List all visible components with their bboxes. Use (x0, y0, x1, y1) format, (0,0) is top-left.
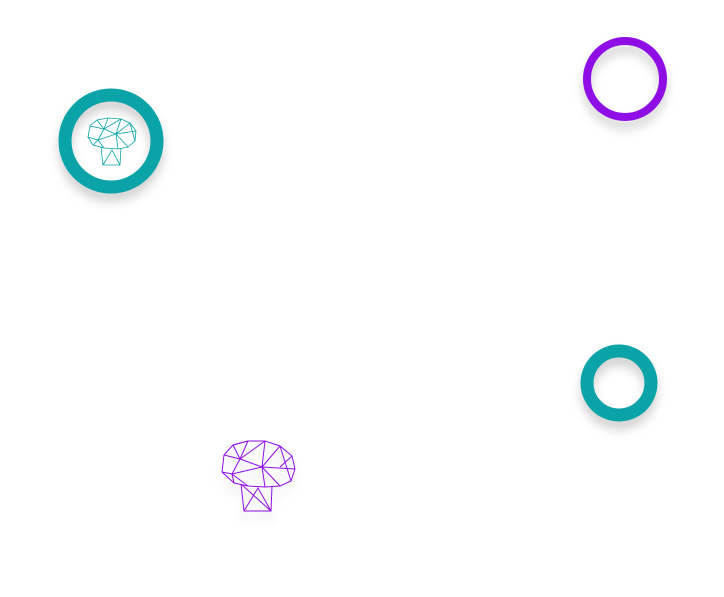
mushroom-icon-small (87, 117, 137, 166)
teal-ring-large[interactable] (58, 88, 164, 194)
purple-ring-piece[interactable] (583, 37, 667, 121)
teal-ring-piece[interactable] (580, 344, 658, 422)
purple-ring[interactable] (583, 37, 667, 121)
teal-ring-with-mushroom[interactable] (58, 88, 164, 194)
mushroom-icon-purple[interactable] (221, 440, 296, 512)
teal-ring-small[interactable] (580, 344, 658, 422)
